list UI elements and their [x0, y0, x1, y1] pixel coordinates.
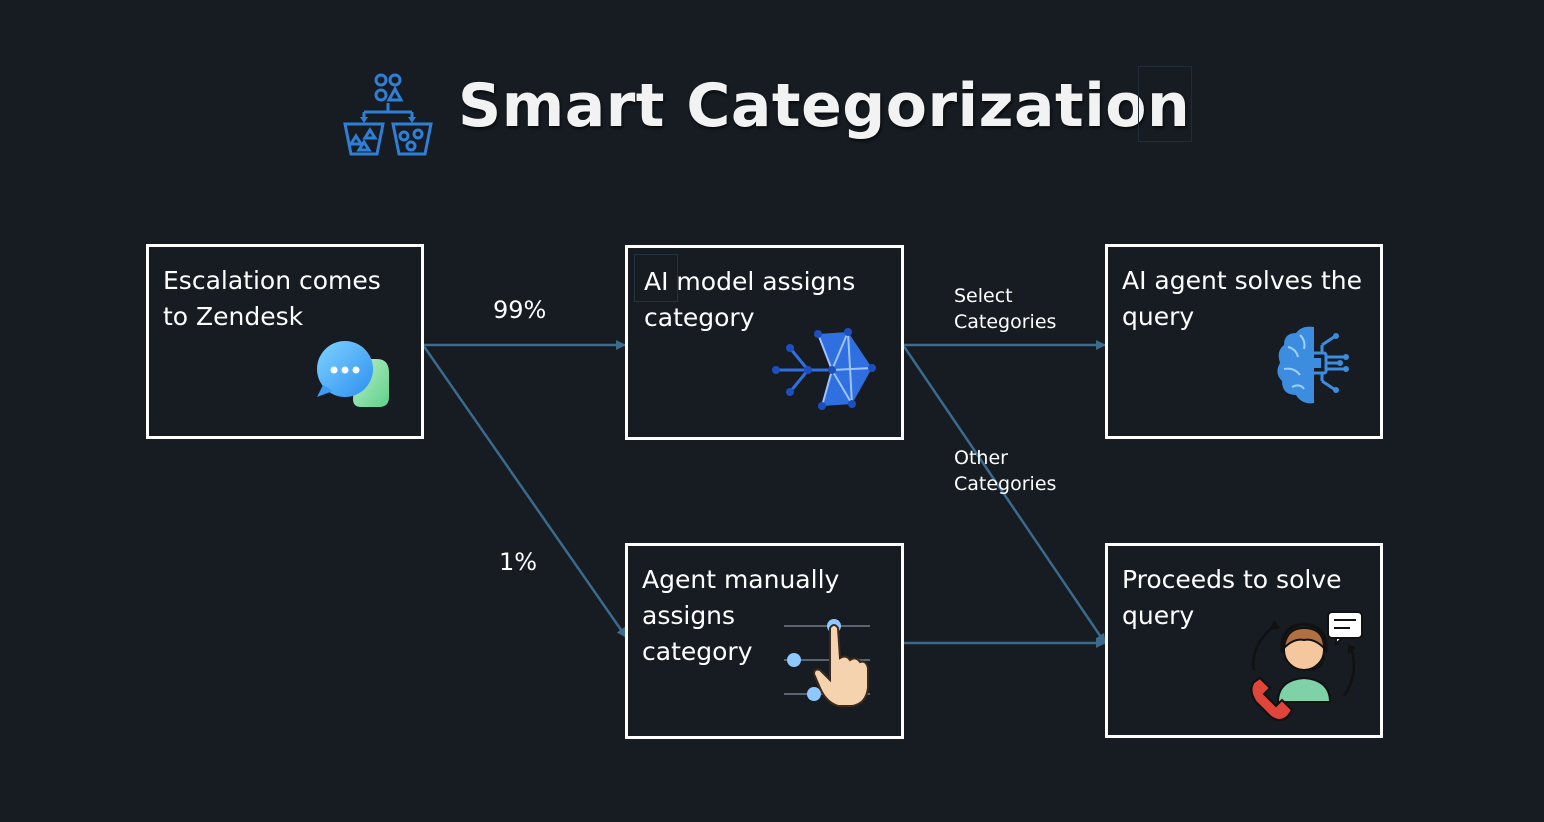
edge-label-other-categories: Other Categories: [954, 447, 1057, 495]
node-proceeds: Proceeds to solve query: [1105, 543, 1383, 738]
sorting-buckets-icon: [343, 73, 433, 156]
node-ai-agent-label: AI agent solves the query: [1122, 266, 1363, 331]
hand-slider-icon: [784, 619, 870, 707]
node-ai-model-label: AI model assigns category: [644, 267, 856, 332]
edge-label-select-categories: Select Categories: [954, 285, 1057, 333]
ai-brain-chip-icon: [1277, 326, 1349, 404]
support-agent-icon: [1250, 611, 1363, 721]
node-proceeds-label: Proceeds to solve query: [1122, 565, 1342, 630]
arrow-ai-model-to-proceeds: [901, 344, 1107, 644]
node-ai-model: AI model assigns category: [625, 245, 904, 440]
arrow-escalation-to-manual: [421, 344, 628, 638]
chat-bubbles-icon: [317, 341, 389, 407]
node-ai-agent: AI agent solves the query: [1105, 244, 1383, 439]
node-agent-manual: Agent manually assigns category: [625, 543, 904, 739]
node-escalation-label: Escalation comes to Zendesk: [163, 266, 381, 331]
page-title: Smart Categorization: [458, 71, 1191, 141]
edge-label-99: 99%: [493, 296, 547, 324]
edge-label-1: 1%: [499, 548, 538, 576]
placeholder-frame: [634, 254, 678, 302]
node-escalation: Escalation comes to Zendesk: [146, 244, 424, 439]
neural-network-icon: [772, 328, 876, 410]
title-placeholder-frame: [1138, 66, 1192, 142]
node-agent-manual-label: Agent manually assigns category: [642, 565, 840, 666]
